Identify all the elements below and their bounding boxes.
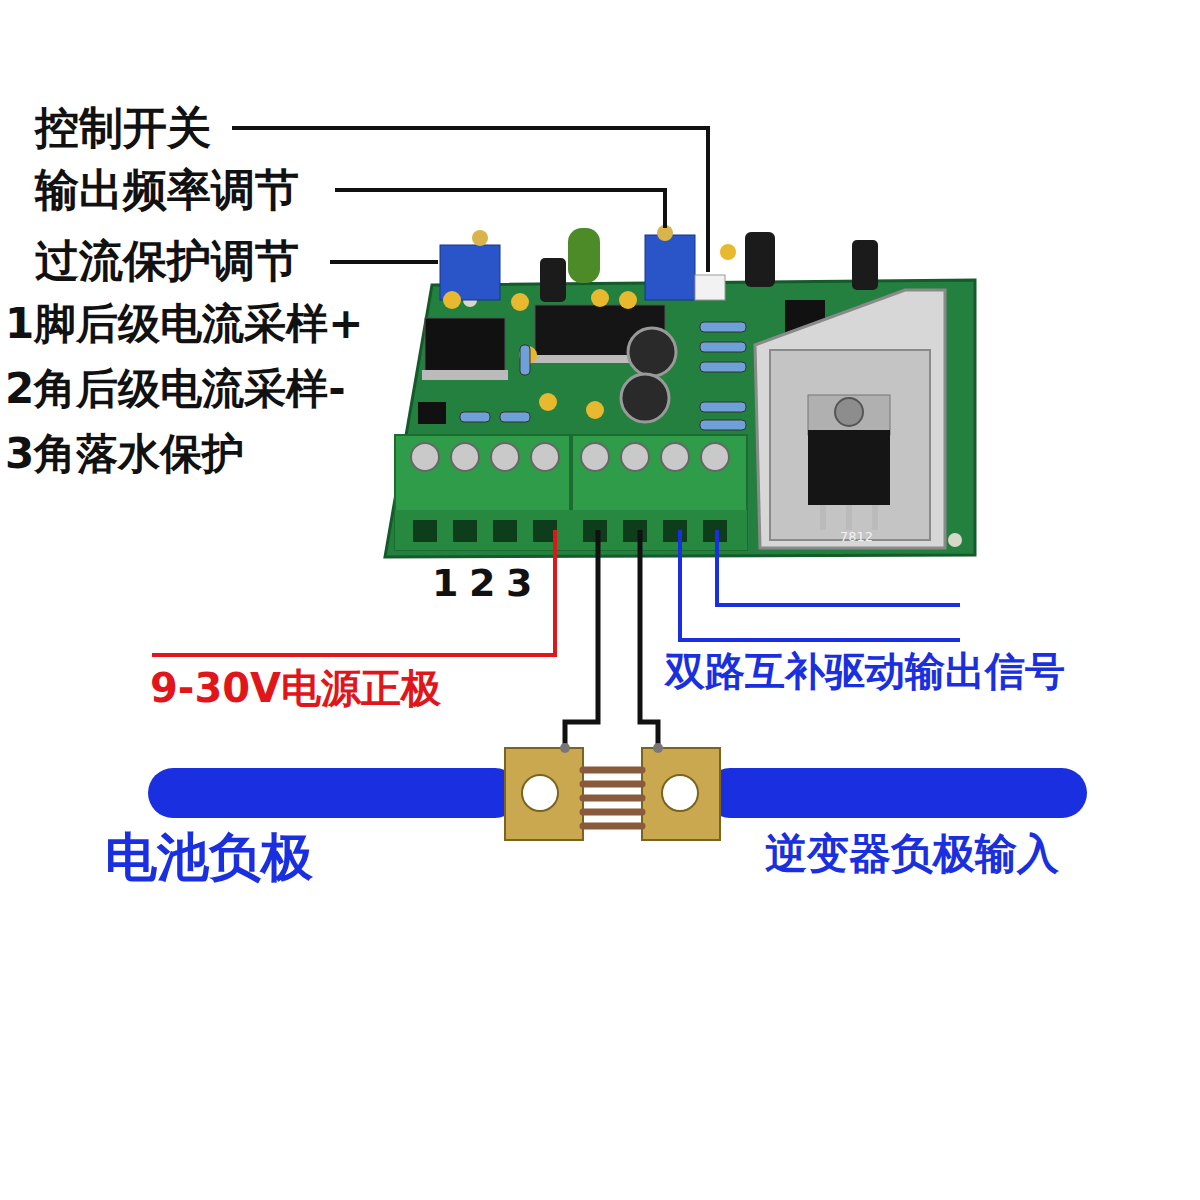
leader-line <box>232 128 708 272</box>
sense-wire <box>565 530 658 748</box>
power-label: 9-30V电源正极 <box>150 665 441 711</box>
ceramic-capacitor <box>443 244 736 419</box>
pin-number: 2 <box>469 562 495 606</box>
small-chip <box>418 402 446 424</box>
callout-label: 过流保护调节 <box>35 236 299 287</box>
callout-label: 2角后级电流采样- <box>5 365 346 413</box>
callout-label: 3角落水保护 <box>5 430 244 478</box>
cable-bar <box>148 768 520 818</box>
cable-bar <box>705 768 1087 818</box>
ic-chip <box>422 318 508 380</box>
cable-label: 电池负极 <box>105 828 313 888</box>
pcb-board <box>385 280 975 557</box>
power-wire <box>152 530 555 655</box>
resistor <box>460 322 746 430</box>
film-capacitor <box>568 228 600 283</box>
callout-label: 控制开关 <box>35 103 211 154</box>
shunt-resistor <box>505 743 720 840</box>
switch-connector <box>695 275 725 300</box>
terminal-block <box>395 435 747 550</box>
trimmer-pot <box>645 225 695 300</box>
pin-number: 3 <box>506 562 532 606</box>
silk-text: 7812 <box>840 530 873 545</box>
signal-label: 双路互补驱动输出信号 <box>665 648 1065 694</box>
heat-sink <box>755 290 945 548</box>
terminal-screw <box>411 443 729 471</box>
trimmer-pot <box>440 230 500 300</box>
signal-wire <box>680 530 960 640</box>
callout-label: 输出频率调节 <box>35 165 299 216</box>
cable-label: 逆变器负极输入 <box>765 830 1059 878</box>
callout-label: 1脚后级电流采样+ <box>5 300 363 348</box>
mount-hole <box>948 533 962 547</box>
pin-number: 1 <box>432 562 458 606</box>
